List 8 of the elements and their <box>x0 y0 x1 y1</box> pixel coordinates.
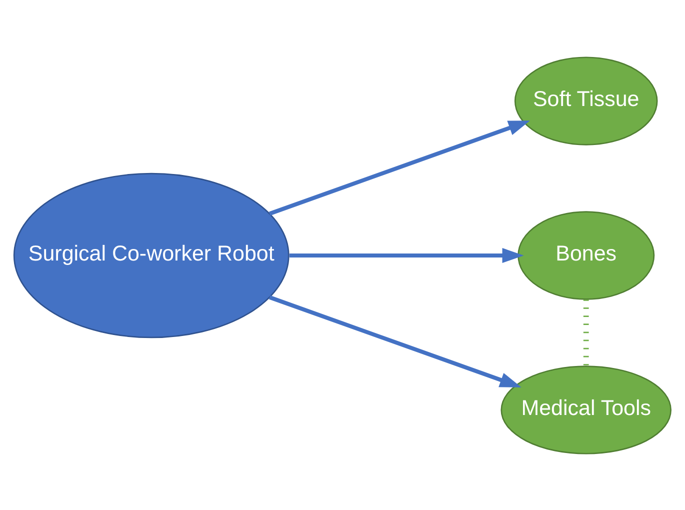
node-ellipse: Medical Tools <box>500 365 672 454</box>
connector <box>583 299 589 366</box>
node-ellipse: Soft Tissue <box>514 56 658 145</box>
arrow <box>268 120 530 216</box>
node-ellipse: Surgical Co-worker Robot <box>13 172 290 338</box>
node-ellipse: Bones <box>518 210 655 300</box>
arrow <box>268 294 522 387</box>
arrow <box>289 247 524 263</box>
